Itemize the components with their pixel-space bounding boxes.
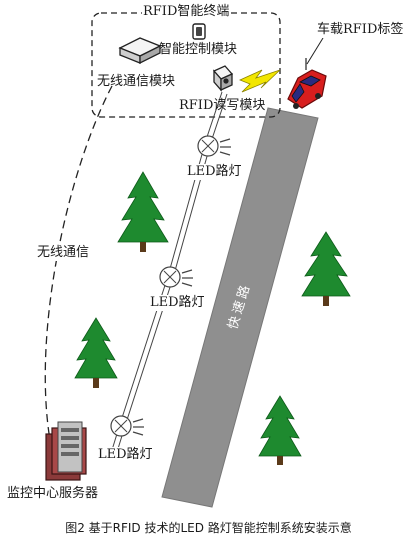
rfid-terminal-icon	[192, 23, 206, 40]
led-street-lamp-icon	[159, 266, 193, 288]
wireless-communication-label: 无线通信	[36, 245, 91, 261]
tree-icon	[258, 395, 302, 465]
rfid-terminal-label: RFID智能终端	[142, 4, 231, 20]
led-street-lamp-icon	[197, 135, 231, 157]
wireless-signal-bolt-icon	[238, 69, 281, 93]
led-street-lamp-icon	[110, 415, 144, 437]
vehicle-icon	[287, 58, 327, 109]
server-icon	[45, 421, 87, 481]
vehicle-rfid-tag-label: 车载RFID标签	[316, 22, 405, 38]
smart-control-module-label: 智能控制模块	[159, 42, 238, 57]
expressway-road	[161, 107, 319, 508]
monitoring-server-label: 监控中心服务器	[6, 486, 100, 502]
led-lamp-label-2: LED路灯	[149, 295, 206, 311]
rfid-reader-module-label: RFID读写模块	[179, 98, 266, 113]
figure-caption: 图2 基于RFID 技术的LED 路灯智能控制系统安装示意	[65, 521, 352, 535]
led-lamp-label-3: LED路灯	[97, 447, 154, 463]
rfid-reader-module-icon	[212, 65, 234, 92]
vehicle-tag-leader	[306, 37, 324, 65]
tree-icon	[117, 171, 169, 252]
wireless-link-curve	[44, 85, 113, 441]
smart-control-module-icon	[118, 37, 162, 65]
led-lamp-label-1: LED路灯	[186, 164, 243, 180]
tree-icon	[74, 317, 118, 388]
tree-icon	[301, 231, 351, 306]
wireless-module-label: 无线通信模块	[97, 74, 176, 89]
